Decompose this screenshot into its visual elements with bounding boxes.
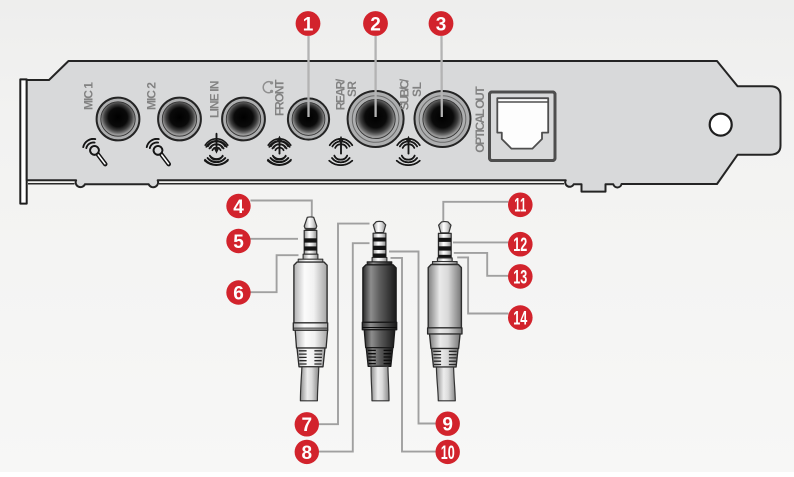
- svg-text:SR: SR: [345, 81, 359, 97]
- svg-text:8: 8: [302, 443, 313, 464]
- svg-text:MIC 1: MIC 1: [82, 82, 96, 110]
- svg-text:7: 7: [302, 415, 313, 436]
- svg-text:11: 11: [514, 196, 526, 217]
- svg-text:1: 1: [303, 14, 314, 35]
- svg-text:12: 12: [513, 235, 527, 256]
- svg-text:10: 10: [441, 443, 455, 464]
- svg-text:SUB/C/: SUB/C/: [398, 78, 412, 110]
- svg-text:4: 4: [233, 197, 244, 218]
- svg-text:3: 3: [436, 14, 447, 35]
- svg-text:OPTICAL OUT: OPTICAL OUT: [473, 86, 487, 153]
- svg-text:SL: SL: [410, 82, 424, 97]
- svg-text:2: 2: [370, 14, 381, 35]
- svg-text:LINE IN: LINE IN: [207, 81, 221, 118]
- svg-text:9: 9: [442, 415, 453, 436]
- svg-text:13: 13: [513, 267, 527, 288]
- svg-text:14: 14: [513, 309, 527, 330]
- svg-text:REAR/: REAR/: [334, 78, 348, 110]
- svg-text:FRONT: FRONT: [273, 79, 287, 116]
- svg-text:5: 5: [233, 232, 244, 253]
- svg-text:6: 6: [233, 283, 244, 304]
- svg-text:MIC 2: MIC 2: [145, 82, 159, 110]
